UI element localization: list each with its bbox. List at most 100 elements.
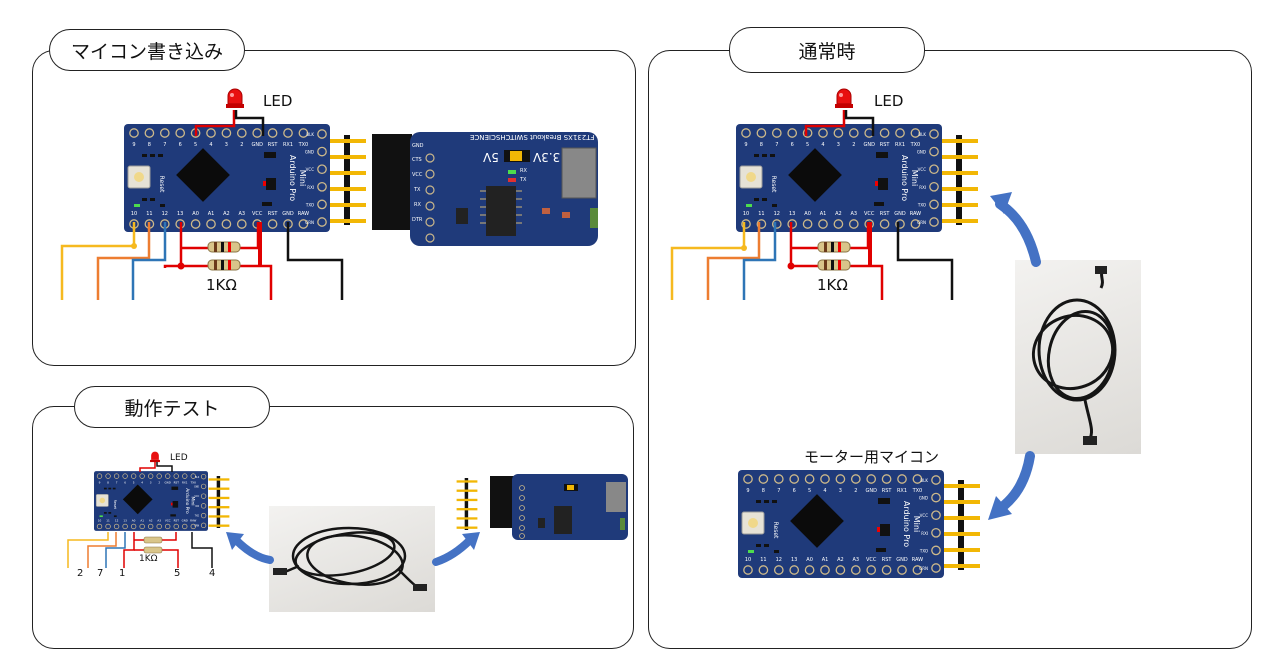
bottom-pin-label: RST xyxy=(174,518,180,522)
top-pin-label: RX1 xyxy=(182,480,188,484)
smd-component xyxy=(103,487,107,490)
side-pin-hole xyxy=(929,199,939,210)
reset-label: Reset xyxy=(158,176,165,193)
top-pin-label: 2 xyxy=(854,488,857,494)
bottom-pin-hole xyxy=(912,565,923,575)
reset-label: Reset xyxy=(772,522,779,539)
programming-title: マイコン書き込み xyxy=(49,29,245,71)
side-pin-label: GRN xyxy=(919,566,928,571)
bottom-pin-hole xyxy=(789,565,800,575)
header-pin xyxy=(456,517,478,520)
bottom-pin-hole xyxy=(165,523,171,530)
normal-title: 通常時 xyxy=(729,27,925,73)
top-pin-label: RST xyxy=(880,142,891,148)
top-pin-hole xyxy=(850,474,861,484)
header-pin xyxy=(944,484,980,488)
top-pin-hole xyxy=(881,474,892,484)
top-pin-label: TX0 xyxy=(298,142,309,148)
side-pin-hole xyxy=(200,522,207,529)
top-pin-hole xyxy=(866,474,877,484)
top-pin-label: 9 xyxy=(746,488,749,494)
bottom-pin-hole xyxy=(190,219,201,229)
bottom-pin-label: RST xyxy=(882,557,893,563)
top-pin-label: 7 xyxy=(163,142,166,148)
smd-component xyxy=(160,204,165,207)
side-pin-hole xyxy=(200,483,207,490)
top-pin-hole xyxy=(147,473,154,479)
bottom-pin-label: A1 xyxy=(822,557,829,563)
header-pin xyxy=(208,478,230,481)
ftdi-label-gnd: GND xyxy=(412,143,424,149)
header-pin xyxy=(456,480,478,483)
smd-component xyxy=(170,502,173,506)
bottom-pin-hole xyxy=(267,219,278,229)
smd-component xyxy=(112,487,116,490)
top-pin-hole xyxy=(818,128,828,138)
side-pin-hole xyxy=(317,199,327,210)
bottom-pin-hole xyxy=(820,565,830,575)
header-body xyxy=(958,480,964,570)
top-pin-hole xyxy=(130,473,137,479)
wire-number-5: 5 xyxy=(174,568,181,579)
side-pin-label: RXI xyxy=(919,185,926,190)
wires-programming xyxy=(60,110,344,300)
pin-header-normal xyxy=(942,135,978,225)
bottom-pin-label: A2 xyxy=(149,518,153,522)
smd-component xyxy=(263,181,266,186)
ftdi-label-tx: TX xyxy=(414,187,421,193)
bottom-pin-hole xyxy=(818,219,828,229)
led-icon xyxy=(226,88,244,108)
power-led xyxy=(99,515,103,518)
arrow-right-test xyxy=(432,532,480,566)
side-pin-hole xyxy=(200,473,207,480)
top-pin-hole xyxy=(912,474,923,484)
side-pin-label: RXI xyxy=(921,531,928,536)
smd-component xyxy=(142,198,147,201)
header-body xyxy=(216,476,221,528)
smd-regulator xyxy=(172,501,179,508)
header-pin xyxy=(944,532,980,536)
side-pin-label: VCC xyxy=(920,513,929,518)
bottom-pin-label: 13 xyxy=(177,211,183,217)
bottom-pin-hole xyxy=(221,219,232,229)
bottom-pin-label: VCC xyxy=(252,211,263,217)
smd-component xyxy=(772,204,777,207)
top-pin-hole xyxy=(835,474,846,484)
side-pin-label: BLK xyxy=(195,476,200,479)
ftdi-rx-label: RX xyxy=(520,168,527,174)
ftdi-33v-label: 3.3V xyxy=(533,150,561,164)
bottom-pin-label: 11 xyxy=(146,211,152,217)
top-pin-label: 4 xyxy=(821,142,824,148)
smd-component xyxy=(264,152,276,158)
reset-label: Reset xyxy=(770,176,777,193)
side-pin-hole xyxy=(931,527,941,538)
header-pin xyxy=(944,548,980,552)
smd-component xyxy=(874,202,884,206)
side-pin-hole xyxy=(317,129,327,139)
smd-component xyxy=(875,181,878,186)
header-pin xyxy=(942,203,978,207)
ftdi-board-small xyxy=(490,474,628,540)
header-pin xyxy=(942,139,978,143)
header-pin xyxy=(456,489,478,492)
header-pin xyxy=(330,155,366,159)
smd-component xyxy=(754,154,759,157)
top-pin-hole xyxy=(787,128,798,138)
ftdi-label-rx: RX xyxy=(414,202,421,208)
smd-component xyxy=(108,512,112,514)
reset-button-cap xyxy=(134,172,144,182)
top-pin-label: GND xyxy=(165,480,171,484)
bottom-pin-label: RST xyxy=(880,211,891,217)
top-pin-hole xyxy=(173,473,179,479)
cable-photo-test xyxy=(269,506,435,612)
top-pin-hole xyxy=(895,128,905,138)
top-pin-hole xyxy=(96,473,103,479)
led-icon xyxy=(835,88,853,108)
top-pin-label: RX1 xyxy=(895,142,905,148)
top-pin-label: RX1 xyxy=(283,142,293,148)
top-pin-hole xyxy=(283,128,293,138)
top-pin-label: 6 xyxy=(791,142,794,148)
top-pin-hole xyxy=(910,128,921,138)
bottom-pin-label: 12 xyxy=(162,211,168,217)
top-pin-label: RST xyxy=(174,480,180,484)
